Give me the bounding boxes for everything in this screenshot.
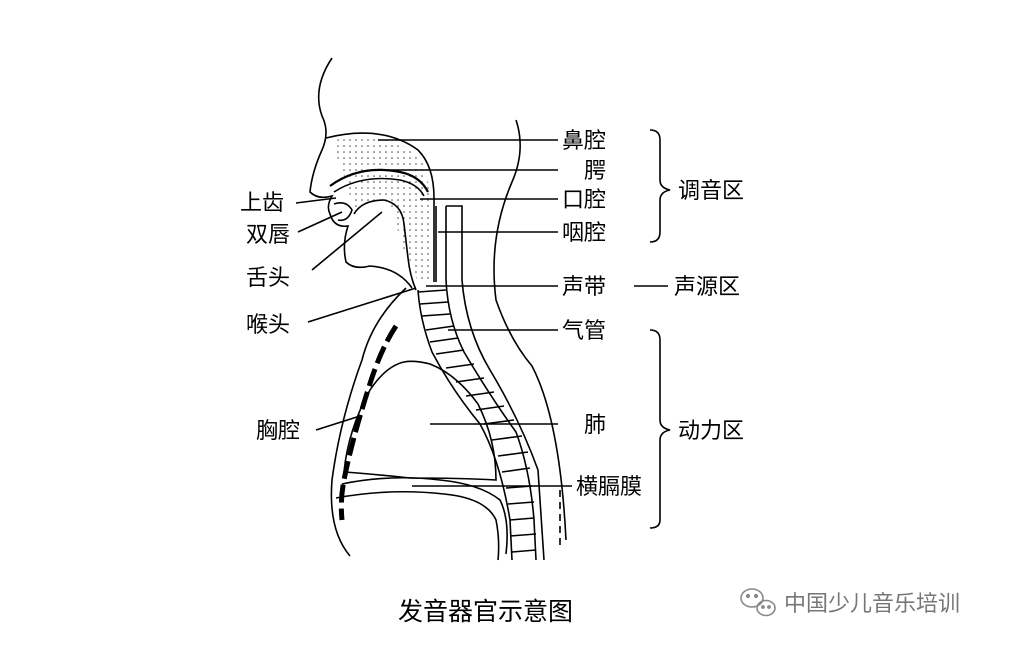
leader-lines — [295, 139, 668, 487]
palate-outline — [329, 168, 429, 193]
label-nasal-cavity: 鼻腔 — [562, 129, 606, 154]
trachea-wall-back — [445, 206, 537, 561]
power-brace — [649, 329, 671, 529]
label-diaphragm: 横膈膜 — [576, 475, 642, 500]
diaphragm-outline — [341, 476, 508, 555]
zone-articulation: 调音区 — [678, 179, 744, 204]
anatomy-drawing — [309, 57, 567, 561]
label-larynx: 喉头 — [246, 313, 290, 338]
wechat-icon — [740, 588, 776, 617]
label-trachea: 气管 — [562, 319, 606, 344]
watermark: 中国少儿音乐培训 — [740, 588, 960, 617]
nasal-cavity-outline — [325, 132, 435, 282]
trachea-rings — [417, 289, 537, 553]
label-palate: 腭 — [584, 159, 606, 184]
label-lips: 双唇 — [246, 223, 290, 248]
articulation-brace — [649, 129, 671, 243]
label-oral-cavity: 口腔 — [562, 188, 606, 213]
lips-outline — [333, 202, 353, 222]
tongue-outline — [353, 199, 417, 291]
diagram-caption: 发音器官示意图 — [398, 597, 573, 626]
chest-wall — [330, 287, 407, 557]
neck-back — [493, 119, 567, 541]
face-profile — [309, 57, 413, 289]
label-tongue: 舌头 — [246, 266, 290, 291]
chest-wall-thick — [338, 324, 399, 521]
zone-power: 动力区 — [678, 419, 744, 444]
label-vocal-cords: 声带 — [562, 275, 606, 300]
label-upper-teeth: 上齿 — [240, 191, 284, 216]
airway-shading — [336, 136, 432, 284]
watermark-text: 中国少儿音乐培训 — [784, 592, 960, 617]
zone-sound-source: 声源区 — [674, 275, 740, 300]
label-chest-cavity: 胸腔 — [256, 419, 300, 444]
label-lung: 肺 — [584, 413, 606, 438]
label-pharynx: 咽腔 — [562, 221, 606, 246]
trachea-wall-front — [417, 289, 513, 561]
